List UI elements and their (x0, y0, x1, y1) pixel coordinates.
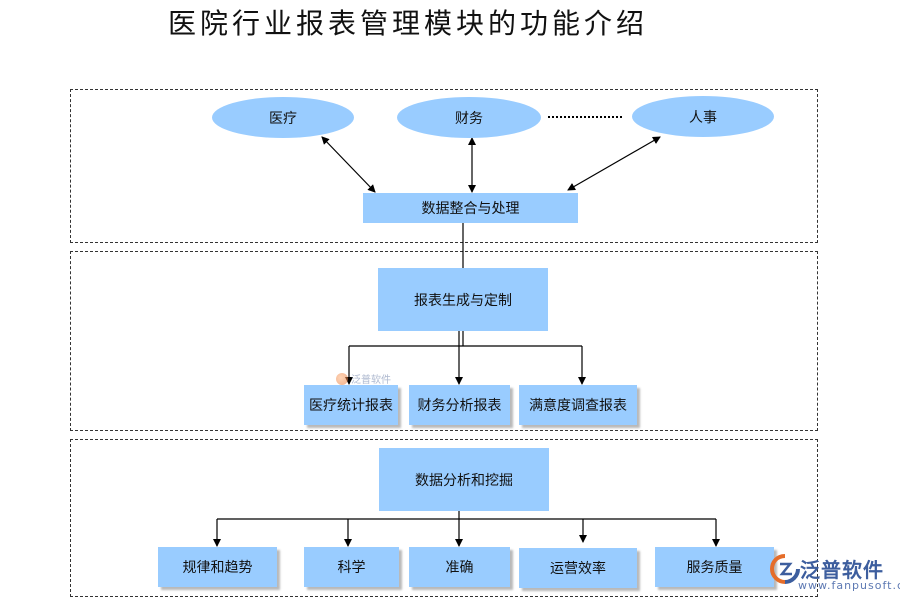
outcome-accurate: 准确 (409, 547, 510, 587)
section-data-sources (70, 89, 818, 243)
integration-box: 数据整合与处理 (363, 193, 578, 223)
outcome-scientific: 科学 (304, 547, 399, 587)
brand-logo-icon (770, 554, 800, 584)
report-generation-box: 报表生成与定制 (378, 268, 548, 331)
watermark-logo-icon (336, 372, 348, 385)
brand-logo: 泛普软件 www.fanpusoft.com (770, 552, 900, 598)
report-medical-statistics: 医疗统计报表 (304, 385, 398, 425)
outcome-service-quality: 服务质量 (655, 547, 774, 587)
brand-logo-url: www.fanpusoft.com (798, 579, 900, 592)
brand-logo-name: 泛普软件 (800, 558, 884, 582)
source-finance: 财务 (397, 97, 541, 138)
data-analysis-box: 数据分析和挖掘 (379, 448, 549, 511)
section-report-generation (70, 251, 818, 431)
arrow-hr-integration (567, 136, 661, 191)
outcome-patterns-trends: 规律和趋势 (158, 547, 277, 587)
watermark-text: 泛普软件 (351, 375, 391, 386)
arrow-medical-integration (321, 136, 376, 193)
section-data-analysis (70, 439, 818, 597)
watermark: 泛普软件 (336, 371, 391, 386)
outcome-operational-efficiency: 运营效率 (519, 548, 637, 588)
report-satisfaction-survey: 满意度调查报表 (519, 385, 637, 425)
source-hr: 人事 (632, 96, 774, 137)
report-financial-analysis: 财务分析报表 (409, 385, 510, 425)
page-title: 医院行业报表管理模块的功能介绍 (168, 7, 649, 40)
source-medical: 医疗 (212, 97, 354, 138)
